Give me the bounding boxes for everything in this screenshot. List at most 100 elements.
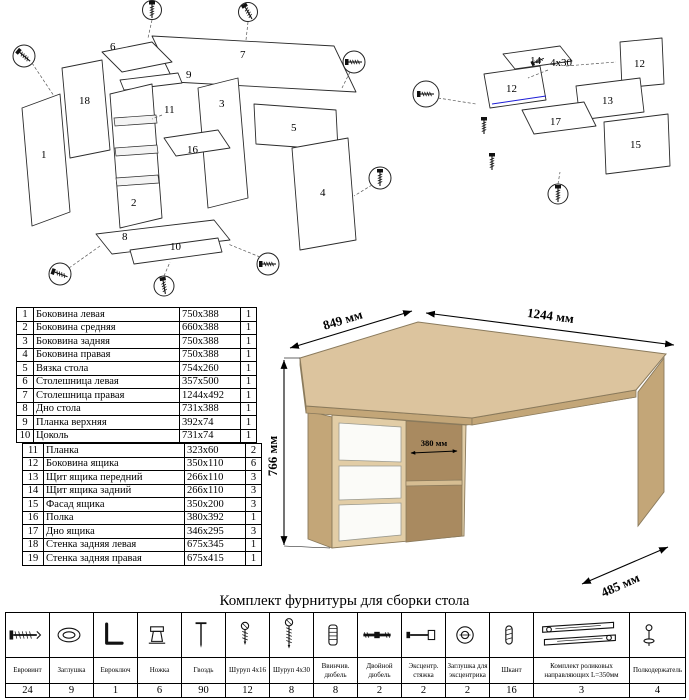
part-num: 1 <box>16 307 34 322</box>
part-num: 2 <box>16 320 34 335</box>
hardware-icon-cell <box>533 612 630 658</box>
part-qty: 1 <box>245 551 262 566</box>
euro-screw-icon <box>9 630 42 640</box>
drawer-slide-bar <box>114 144 159 157</box>
part-size: 350x110 <box>184 456 246 471</box>
drawer-slide-bar <box>115 174 160 187</box>
drawer-front <box>338 502 402 542</box>
part-size: 750x388 <box>179 307 241 322</box>
eccentric-tie-icon <box>406 629 436 641</box>
hardware-item-qty: 3 <box>533 683 630 698</box>
hardware-icon-cell <box>93 612 138 658</box>
part-label-12: 12 <box>634 58 645 70</box>
part-label-8: 8 <box>122 231 128 243</box>
drawer-bottom-panel <box>521 101 597 135</box>
part-size: 675x345 <box>184 537 246 552</box>
panel-strip-top <box>119 72 183 91</box>
part-num: 13 <box>22 470 44 485</box>
part-name: Дно стола <box>33 401 180 416</box>
hardware-item-name: Полкодержатель <box>629 657 686 684</box>
hardware-item-qty: 12 <box>225 683 270 698</box>
hardware-item-qty: 2 <box>445 683 490 698</box>
hardware-item-name: Ввинчив. дюбель <box>313 657 358 684</box>
part-name: Фасад ящика <box>43 497 185 512</box>
dim-380-label: 380 мм <box>421 438 448 448</box>
hardware-item-qty: 9 <box>49 683 94 698</box>
part-size: 392x74 <box>179 415 241 430</box>
screw-4x30-icon <box>284 618 294 649</box>
part-name: Полка <box>43 510 185 525</box>
hardware-item-qty: 2 <box>357 683 402 698</box>
exploded-view-drawer-diagram: 14 12 12 13 17 15 4x30 <box>412 37 671 205</box>
part-qty: 1 <box>240 388 257 403</box>
part-size: 750x388 <box>179 347 241 362</box>
hardware-icon-cell <box>489 612 534 658</box>
part-label-18: 18 <box>79 95 91 107</box>
hardware-icon-cell <box>629 612 686 658</box>
part-name: Боковина левая <box>33 307 180 322</box>
screw-icon <box>488 152 496 171</box>
part-num: 18 <box>22 537 44 552</box>
part-num: 4 <box>16 347 34 362</box>
part-num: 7 <box>16 388 34 403</box>
part-num: 11 <box>22 443 44 458</box>
part-qty: 6 <box>245 456 262 471</box>
part-qty: 3 <box>245 524 262 539</box>
part-qty: 1 <box>245 537 262 552</box>
part-label-1: 1 <box>41 149 47 161</box>
part-num: 12 <box>22 456 44 471</box>
part-name: Столешница левая <box>33 374 180 389</box>
part-num: 8 <box>16 401 34 416</box>
screw-icon <box>480 116 488 135</box>
hardware-icon-cell <box>181 612 226 658</box>
part-size: 323x60 <box>184 443 246 458</box>
dim-1244-label: 1244 мм <box>526 305 575 326</box>
part-label-12: 12 <box>506 83 517 95</box>
roller-guides-icon <box>542 621 616 646</box>
panel-bottom <box>95 219 231 255</box>
part-name: Столешница правая <box>33 388 180 403</box>
hardware-item-name: Шкант <box>489 657 534 684</box>
part-size: 346x295 <box>184 524 246 539</box>
drawer-front <box>338 422 402 463</box>
part-num: 15 <box>22 497 44 512</box>
part-size: 731x74 <box>179 428 241 443</box>
part-label-11: 11 <box>164 104 175 116</box>
screw-in-dowel-icon <box>328 624 338 646</box>
part-name: Планка верхняя <box>33 415 180 430</box>
part-num: 16 <box>22 510 44 525</box>
screw-4x16-icon <box>240 621 250 645</box>
hardware-item-qty: 90 <box>181 683 226 698</box>
hardware-icon-cell <box>5 612 50 658</box>
part-name: Боковина задняя <box>33 334 180 349</box>
part-qty: 1 <box>240 361 257 376</box>
hardware-item-name: Гвоздь <box>181 657 226 684</box>
panel-side-left <box>21 93 71 227</box>
part-qty: 1 <box>240 320 257 335</box>
shelf-pin-icon <box>643 624 655 646</box>
part-name: Стенка задняя правая <box>43 551 185 566</box>
hardware-item-qty: 24 <box>5 683 50 698</box>
hardware-item-name: Заглушка <box>49 657 94 684</box>
drawer-slide-bar <box>113 114 158 127</box>
part-size: 750x388 <box>179 334 241 349</box>
hardware-item-qty: 6 <box>137 683 182 698</box>
hardware-item-qty: 1 <box>93 683 138 698</box>
part-qty: 1 <box>240 307 257 322</box>
part-size: 357x500 <box>179 374 241 389</box>
hex-key-icon <box>105 622 124 645</box>
part-size: 266x110 <box>184 470 246 485</box>
